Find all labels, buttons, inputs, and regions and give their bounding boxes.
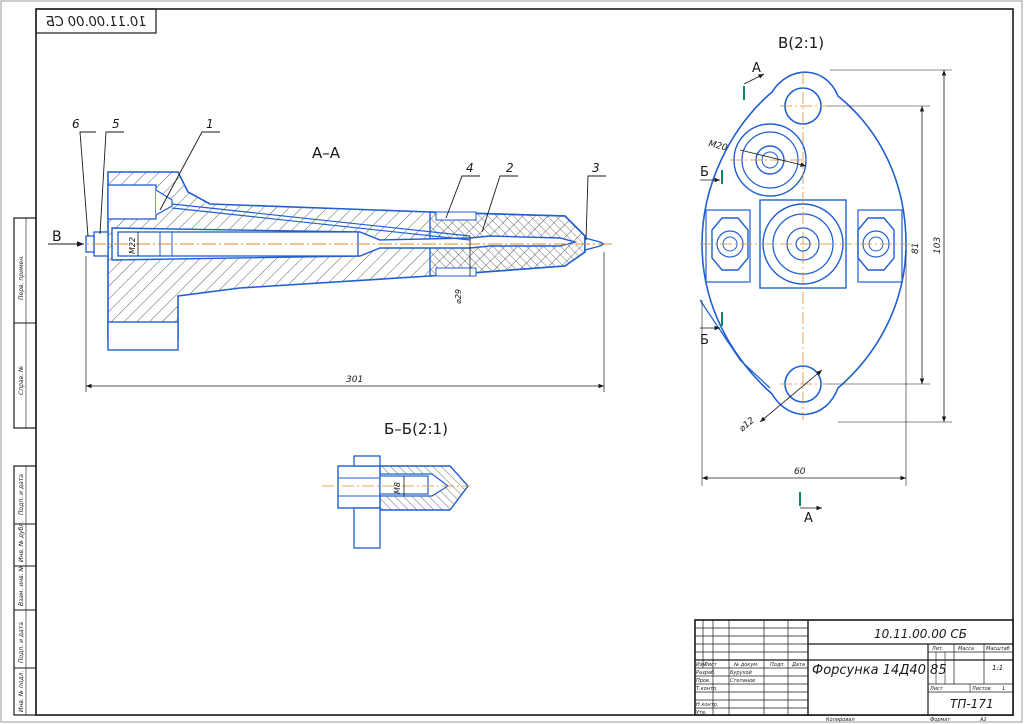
scale-value: 1:1 [992, 664, 1003, 672]
dim-103: 103 [933, 237, 943, 254]
title-block: 10.11.00.00 СБ Форсунка 14Д40 85 Изм Лис… [694, 619, 1014, 723]
hdr-izm: Изм [696, 662, 706, 668]
format-label: Формат [930, 717, 951, 723]
inlet-bore [107, 184, 157, 220]
strip-label: Инв. № дубл. [18, 521, 25, 562]
view-b-title: В(2:1) [778, 34, 824, 52]
view-b: В(2:1) [699, 34, 952, 526]
strip-label: Подп. и дата [18, 622, 25, 663]
section-aa-title: А–А [312, 144, 341, 162]
role-person: Степанов [730, 678, 755, 684]
dim-m22: M22 [128, 237, 137, 254]
dim-81: 81 [911, 243, 921, 254]
sheet-label: Лист [929, 686, 944, 692]
role-label: Т.контр. [696, 686, 718, 692]
stud-nut-right [857, 217, 895, 271]
leader-label: 6 [72, 117, 80, 131]
cut-label-b-bottom: Б [700, 333, 709, 348]
mass-label: Масса [958, 646, 974, 652]
view-arrow-label: В [52, 229, 62, 245]
strip-label: Взам. инв. № [18, 565, 25, 606]
cut-label-b: Б [700, 165, 709, 180]
dim-length: 301 [346, 375, 363, 385]
role-person: Бурухой [730, 670, 753, 676]
binding-strip: Перв. примен. Справ. № Подп. и дата Инв.… [13, 217, 37, 716]
role-label: Н.контр. [696, 702, 718, 708]
stud-nut-left [711, 217, 749, 271]
scale-label: Масштаб [986, 646, 1010, 652]
format-value: А2 [979, 717, 987, 723]
section-bb-title: Б–Б(2:1) [384, 420, 448, 438]
cut-label-a-bottom: А [804, 511, 813, 526]
strip-label: Подп. и дата [18, 474, 25, 515]
leader-label: 2 [506, 161, 514, 175]
dim-60: 60 [794, 467, 806, 477]
sheets-label: Листов [971, 686, 991, 692]
hdr-list: Лист [703, 662, 718, 668]
title-doc-code: 10.11.00.00 СБ [874, 627, 967, 641]
role-label: Утв. [696, 710, 707, 716]
mirrored-doc-code: 10.11.00.00 СБ [46, 15, 147, 30]
bolt-head [337, 465, 381, 509]
cut-marks [721, 86, 801, 506]
leader-label: 3 [592, 161, 600, 175]
strip-label: Справ. № [18, 366, 25, 395]
dim-m8: M8 [393, 482, 402, 494]
hdr-podp: Подп. [770, 662, 785, 668]
role-label: Пров. [696, 678, 711, 684]
section-aa: А–А В [48, 117, 612, 392]
part-leaders [79, 131, 606, 241]
leader-label: 4 [466, 161, 474, 175]
dim-d29: ⌀29 [454, 289, 463, 304]
title-part-name: Форсунка 14Д40 85 [812, 663, 947, 678]
strip-label: Перв. примен. [18, 255, 25, 300]
org-code: ТП-171 [950, 697, 994, 711]
sheets-value: 1 [1002, 686, 1005, 692]
hdr-data: Дата [791, 662, 805, 668]
hdr-ndok: № докум. [733, 662, 759, 668]
strip-label: Инв. № подл. [18, 671, 25, 712]
section-bb: Б–Б(2:1) M8 [322, 420, 470, 549]
leader-label: 1 [206, 117, 214, 131]
lit-label: Лит. [931, 646, 944, 652]
leader-label: 5 [112, 117, 120, 131]
role-label: Разраб. [696, 670, 716, 676]
dim-m20: M20 [707, 139, 728, 153]
dim-d12: ⌀12 [738, 416, 758, 435]
copied-label: Копировал [826, 717, 855, 723]
flange-foot [107, 321, 179, 351]
cut-label-a: А [752, 61, 761, 76]
